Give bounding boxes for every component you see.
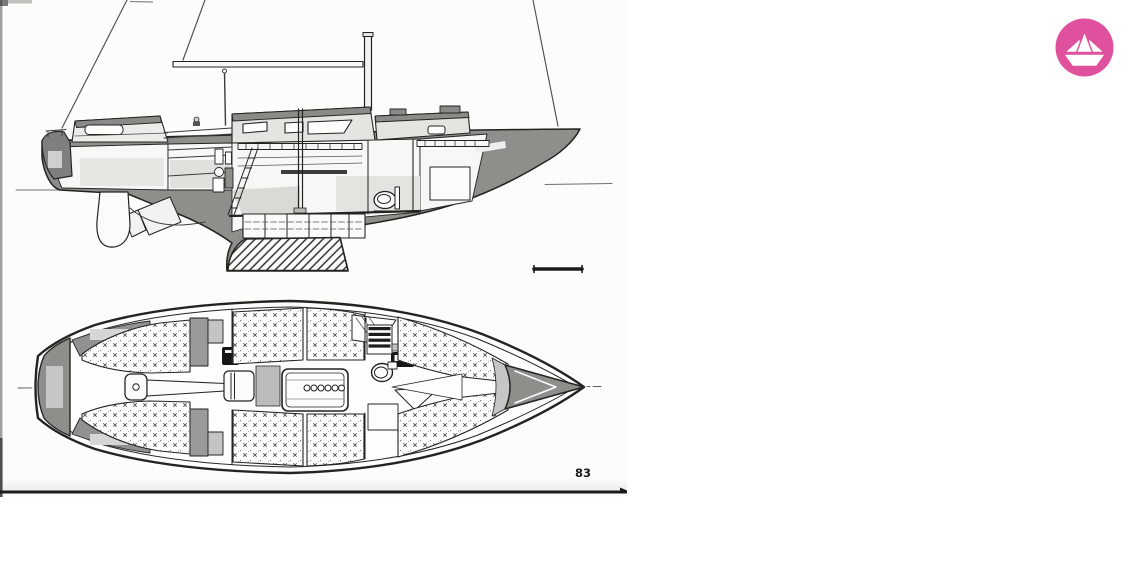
interior-shading: [80, 158, 420, 222]
fore-cabin-trunk: [374, 105, 471, 141]
fore-cabin-window: [427, 125, 446, 135]
boom: [172, 60, 364, 68]
v-berth-cushions: [397, 316, 509, 458]
cockpit-coaming: [163, 127, 233, 177]
topping-lift-line: [182, 0, 206, 61]
paper-boat-icon: [1062, 30, 1107, 68]
rigging: [61, 0, 559, 129]
brand-badge[interactable]: [1054, 17, 1115, 79]
shelf-rail-forecabin: [416, 140, 490, 147]
backstay-line: [61, 0, 128, 129]
aft-cabin-window: [84, 124, 124, 135]
keel-hatch: [227, 236, 349, 272]
settee-cushions: [232, 307, 365, 467]
bow-tip: [504, 364, 585, 410]
boat-plan-view: [17, 299, 602, 475]
shelf-rail-saloon: [237, 143, 363, 150]
bow-chevron: [514, 370, 557, 404]
boat-drawing-figure: 83: [0, 0, 627, 497]
forepeak-shelf: [475, 141, 506, 153]
sprayhood-pole: [222, 68, 227, 126]
bulkhead-lines: [231, 308, 366, 466]
cockpit-cushions: [81, 319, 191, 455]
deck-winch: [193, 116, 200, 126]
masthead-cap: [362, 32, 374, 37]
cockpit-well-boxes: [189, 317, 224, 457]
dinette-seat-back: [255, 365, 281, 407]
aft-cabin-trunk: [71, 115, 169, 143]
saloon-table-edge: [281, 170, 347, 174]
galley-gear-side: [212, 148, 234, 193]
mast-step-box: [223, 370, 255, 402]
toilet-plan: [370, 361, 398, 383]
forestay-line: [532, 0, 559, 127]
boat-side-view: [15, 0, 613, 274]
main-cabin-trunk: [231, 106, 376, 144]
page-bottom-shadow: [0, 478, 627, 492]
toilet-side: [373, 186, 400, 212]
stern-cap-panel: [46, 366, 63, 408]
page-number: 83: [575, 466, 591, 480]
waterline: [15, 183, 613, 191]
transom-light-panel: [48, 151, 62, 168]
tank-band: [242, 213, 366, 239]
top-edge-mark: [129, 0, 154, 3]
page-left-edge-artifact: [0, 0, 32, 497]
rudder: [96, 191, 131, 248]
steering-linkage: [129, 207, 206, 226]
page-bottom-border: [0, 487, 627, 494]
scale-bar: [532, 264, 584, 274]
companionway-ladder-side: [227, 147, 259, 216]
v-berth-side: [429, 166, 471, 201]
companionway-ladder-plan: [366, 324, 393, 355]
scanned-page: 83: [0, 0, 627, 497]
mast-compression-post: [297, 108, 304, 215]
mast: [363, 35, 373, 111]
v-berth-infill: [391, 373, 463, 401]
stern-rail: [45, 129, 67, 138]
dinette-table: [281, 368, 349, 412]
main-cabin-windows: [242, 119, 353, 135]
tiller: [124, 373, 226, 401]
table-glass-holders: [303, 384, 345, 392]
